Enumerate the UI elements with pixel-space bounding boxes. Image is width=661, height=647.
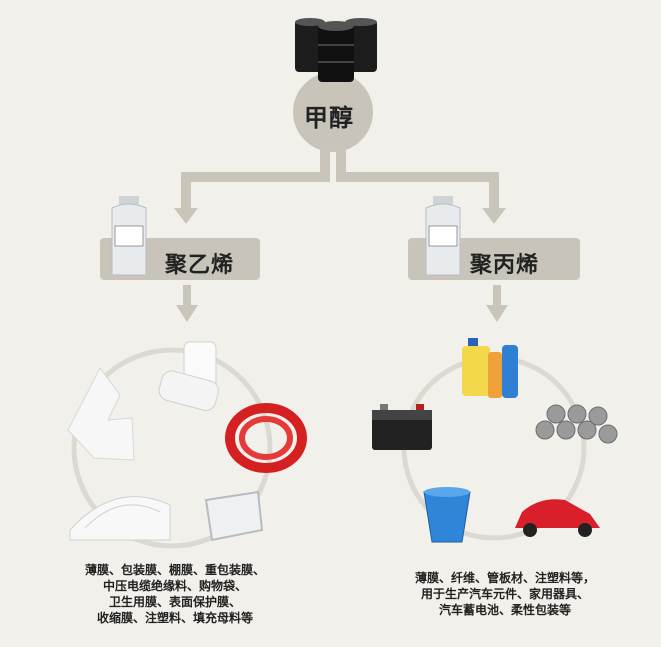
left-products-circle bbox=[71, 347, 273, 549]
arrow-right-head bbox=[482, 208, 506, 224]
red-car-icon bbox=[515, 499, 600, 537]
oil-barrels-icon bbox=[295, 18, 377, 82]
right-description-line: 用于生产汽车元件、家用器具、 bbox=[420, 587, 589, 601]
right-down-shaft bbox=[493, 285, 501, 307]
left-down-shaft bbox=[183, 285, 191, 307]
left-description: 薄膜、包装膜、棚膜、重包装膜、 中压电缆绝缘料、购物袋、 卫生用膜、表面保护膜、… bbox=[40, 562, 310, 626]
arrow-left-head bbox=[174, 208, 198, 224]
right-description-line: 汽车蓄电池、柔性包装等 bbox=[438, 603, 571, 617]
left-description-line: 收缩膜、注塑料、填充母料等 bbox=[96, 611, 253, 625]
arrow-right-path bbox=[336, 148, 499, 210]
shopping-bag-icon bbox=[67, 367, 135, 461]
left-description-line: 薄膜、包装膜、棚膜、重包装膜、 bbox=[84, 563, 265, 577]
right-down-head bbox=[486, 305, 508, 322]
reagent-bottle-right-icon bbox=[425, 196, 461, 276]
right-branch-label: 聚丙烯 bbox=[470, 253, 540, 278]
left-branch-label: 聚乙烯 bbox=[165, 253, 235, 278]
blue-waste-basket-icon bbox=[423, 487, 471, 543]
right-description: 薄膜、纤维、管板材、注塑料等， 用于生产汽车元件、家用器具、 汽车蓄电池、柔性包… bbox=[370, 570, 640, 618]
reagent-bottle-left-icon bbox=[111, 196, 147, 276]
left-description-line: 卫生用膜、表面保护膜、 bbox=[108, 595, 241, 609]
greenhouse-film-icon bbox=[69, 496, 171, 541]
clear-plastic-tray-icon bbox=[204, 490, 264, 542]
plastic-bottles-icon bbox=[462, 338, 518, 398]
plastic-film-rolls-icon bbox=[158, 341, 219, 411]
pipes-icon bbox=[535, 404, 618, 444]
right-description-line: 薄膜、纤维、管板材、注塑料等， bbox=[414, 571, 595, 585]
left-description-line: 中压电缆绝缘料、购物袋、 bbox=[102, 579, 247, 593]
arrow-left-path bbox=[181, 148, 330, 210]
root-label: 甲醇 bbox=[304, 104, 354, 132]
left-down-head bbox=[176, 305, 198, 322]
root-circle bbox=[293, 72, 373, 152]
car-battery-icon bbox=[372, 404, 432, 450]
red-cable-coil-icon bbox=[225, 403, 307, 473]
